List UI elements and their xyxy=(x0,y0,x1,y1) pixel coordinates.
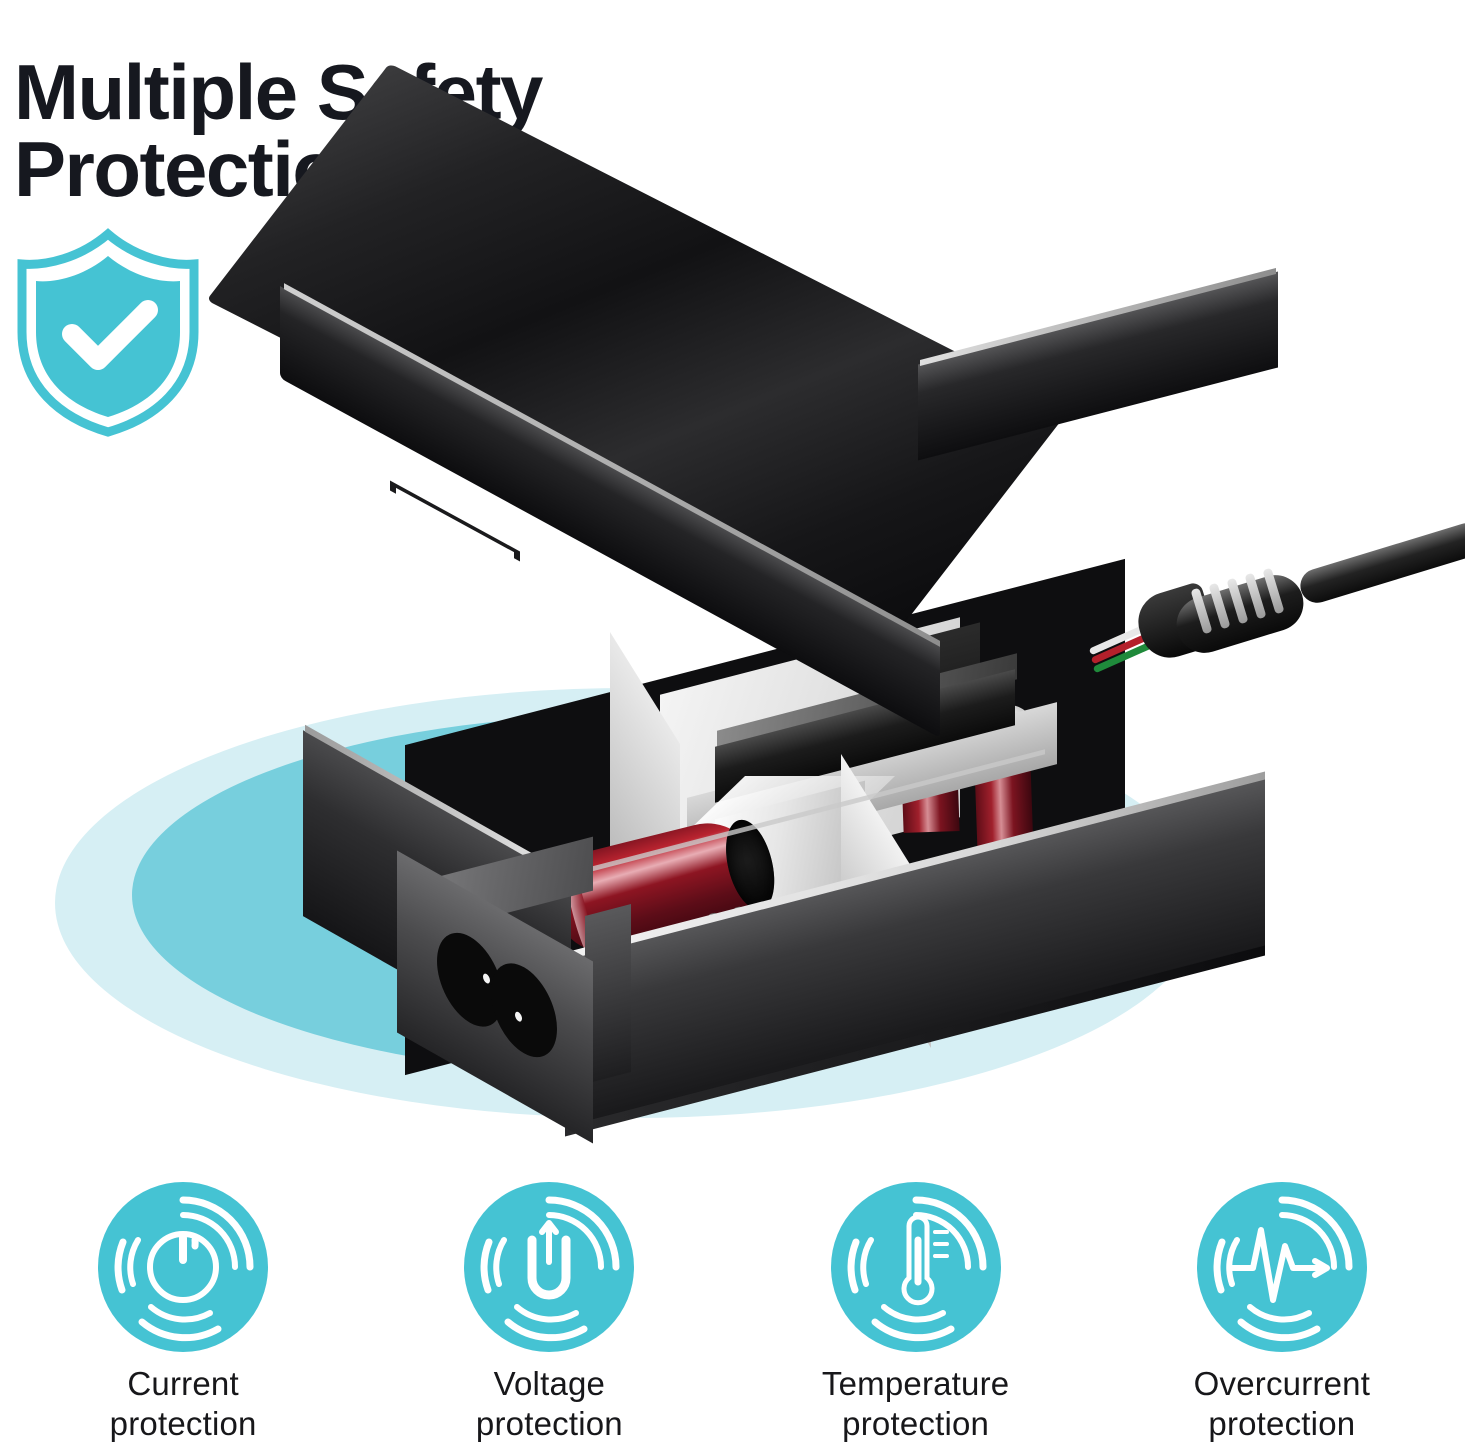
lid-side-face xyxy=(918,271,1278,461)
feature-label: Voltage protection xyxy=(475,1365,623,1443)
feature-item-overcurrent: Overcurrent protection xyxy=(1099,1182,1465,1445)
feature-item-voltage: Voltage protection xyxy=(366,1182,732,1445)
waveform-pulse-icon xyxy=(1196,1182,1367,1352)
feature-label: Overcurrent protection xyxy=(1193,1365,1371,1443)
feature-item-temperature: Temperature protection xyxy=(733,1182,1099,1445)
thermometer-icon xyxy=(830,1182,1001,1352)
adapter-lower-housing xyxy=(285,558,1265,1240)
feature-item-current: Current protection xyxy=(0,1182,366,1445)
lid-cutout-notch xyxy=(396,487,514,631)
feature-label: Temperature protection xyxy=(821,1365,1010,1443)
feature-label: Current protection xyxy=(109,1365,257,1443)
cable-lead xyxy=(1296,518,1465,608)
feature-list: Current protection Voltage protection xyxy=(0,1182,1465,1450)
voltage-u-arrow-icon xyxy=(464,1182,635,1352)
power-current-icon xyxy=(98,1182,269,1352)
shield-check-icon xyxy=(8,228,208,438)
product-illustration xyxy=(0,63,1465,1180)
adapter-top-cover xyxy=(206,63,1308,738)
